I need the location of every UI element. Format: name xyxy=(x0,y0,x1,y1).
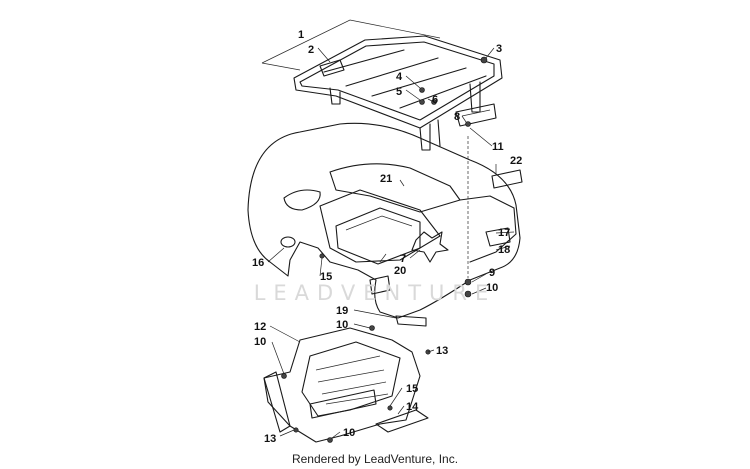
footwell-panel xyxy=(263,327,429,443)
callout-7: 7 xyxy=(400,253,406,265)
watermark-text: LEADVENTURE xyxy=(253,281,497,305)
render-credit: Rendered by LeadVenture, Inc. xyxy=(291,452,459,466)
callout-10-c: 10 xyxy=(254,336,266,348)
callout-20: 20 xyxy=(394,265,406,277)
callout-10-d: 10 xyxy=(343,427,355,439)
callout-15-a: 15 xyxy=(320,271,332,283)
callout-9: 9 xyxy=(489,267,495,279)
bracket-part-19 xyxy=(395,315,427,327)
callout-17: 17 xyxy=(498,227,510,239)
callout-21: 21 xyxy=(380,173,392,185)
callout-4: 4 xyxy=(396,71,403,83)
callout-10-b: 10 xyxy=(336,319,348,331)
callout-labels: 1 2 3 4 5 6 7 8 9 10 10 10 10 11 12 13 1… xyxy=(252,29,522,445)
callout-11: 11 xyxy=(492,141,504,153)
decal-part-22 xyxy=(491,169,523,189)
callout-18: 18 xyxy=(498,244,510,256)
callout-2: 2 xyxy=(308,44,314,56)
callout-3: 3 xyxy=(496,43,502,55)
callout-8: 8 xyxy=(454,111,460,123)
callout-10-a: 10 xyxy=(486,282,498,294)
callout-19: 19 xyxy=(336,305,348,317)
callout-6: 6 xyxy=(432,94,438,106)
callout-14: 14 xyxy=(406,401,419,413)
callout-1: 1 xyxy=(298,29,304,41)
leader-lines xyxy=(267,47,515,439)
callout-13-a: 13 xyxy=(436,345,448,357)
callout-12: 12 xyxy=(254,321,266,333)
callout-5: 5 xyxy=(396,86,402,98)
callout-16: 16 xyxy=(252,257,264,269)
rear-fender-body xyxy=(247,122,521,319)
callout-22: 22 xyxy=(510,155,522,167)
callout-15-b: 15 xyxy=(406,383,418,395)
callout-13-b: 13 xyxy=(264,433,276,445)
